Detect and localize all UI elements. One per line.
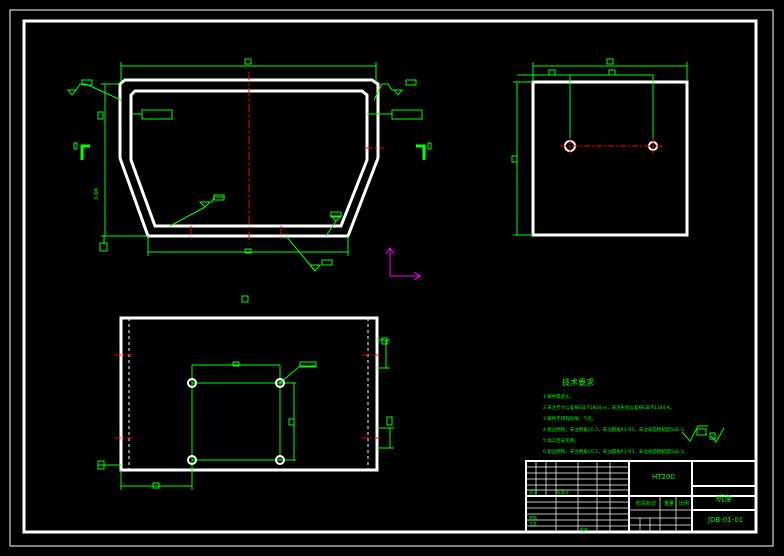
tech-note: 4.锐边倒钝，未注倒角C0.5，未注圆角R1-R3，未注表面粗糙度Ra6.3。	[543, 428, 688, 433]
tech-note: 2.未注尺寸公差按GB/T1804-m，未注形位公差按GB/T1184-K。	[543, 406, 675, 411]
front-view	[118, 78, 380, 238]
ucs-icon	[385, 247, 421, 281]
part-name: 机身	[716, 494, 732, 503]
tech-note: 3.铸件不得有砂眼、气孔。	[543, 417, 597, 422]
tech-note: 5.加工后去毛刺。	[543, 439, 579, 444]
roughness-symbol	[681, 425, 725, 443]
process-label: 工艺	[529, 521, 537, 526]
outer-frame	[9, 9, 774, 547]
top-view-outline	[119, 316, 379, 472]
title-block	[525, 460, 757, 533]
design-label: 设计	[529, 490, 537, 495]
front-view-inner-outline	[129, 89, 369, 228]
top-view-hole-1	[187, 378, 197, 388]
drawing-number: JDB-01-01	[708, 516, 744, 524]
top-view-hole-2	[275, 378, 285, 388]
standard-label: 标准化	[557, 490, 569, 495]
inner-frame	[22, 19, 758, 534]
review-label: 审核	[529, 515, 537, 520]
tech-note: 6.锐边倒钝，未注倒角C0.5，未注圆角R1-R3，未注表面粗糙度Ra6.3。	[543, 450, 688, 455]
side-view	[511, 58, 689, 237]
front-view-dimensions	[66, 58, 432, 272]
tech-note: 1.铸件需退火。	[543, 395, 575, 400]
tech-requirements-notes: 1.铸件需退火。 2.未注尺寸公差按GB/T1804-m，未注形位公差按GB/T…	[543, 392, 693, 458]
tech-requirements-title: 技术要求	[562, 378, 594, 387]
view-label-marker	[241, 295, 249, 303]
weight-label: 重量	[664, 501, 675, 507]
scale-label: 比例	[679, 501, 690, 507]
side-view-outline	[531, 80, 689, 237]
front-view-height-dimension: 3-Φ8	[94, 188, 100, 200]
stage-label: 阶段标记	[636, 501, 657, 507]
top-view-hole-4	[275, 455, 285, 465]
material-label: HT200	[652, 473, 675, 481]
top-view-hole-3	[187, 455, 197, 465]
top-view	[97, 316, 394, 490]
approve-label: 批准	[580, 527, 588, 532]
front-view-outer-outline	[118, 78, 380, 238]
front-view-centerlines	[190, 72, 384, 244]
